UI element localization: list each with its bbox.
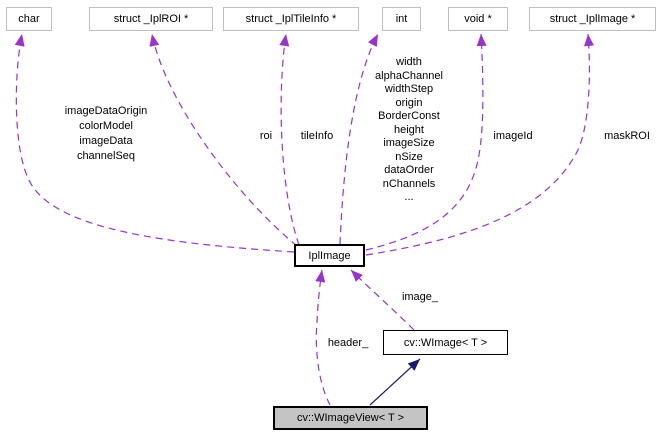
node-iplimage[interactable]: IplImage [294, 244, 365, 267]
edge-usage-maskroi [365, 33, 594, 256]
edge-usage-roi [149, 33, 298, 247]
node-char: char [6, 7, 52, 31]
edge-usage-header [315, 269, 331, 406]
edge-label-tileinfo: tileInfo [300, 130, 334, 142]
edge-label-int-members: width alphaChannel widthStep origin Bord… [375, 56, 443, 203]
edge-label-image: image_ [401, 291, 439, 303]
edge-label-header: header_ [327, 337, 369, 349]
edge-label-char-members: imageDataOrigin colorModel imageData cha… [64, 105, 148, 162]
edge-usage-int [339, 33, 379, 245]
node-struct-iplroi: struct _IplROI * [89, 7, 213, 31]
node-cv-wimageview: cv::WImageView< T > [273, 406, 428, 430]
node-struct-iplimage-ptr: struct _IplImage * [529, 7, 656, 31]
edge-usage-image [350, 269, 415, 331]
edge-usage-char [14, 33, 295, 253]
node-cv-wimage[interactable]: cv::WImage< T > [383, 330, 508, 355]
edge-label-roi: roi [259, 130, 273, 142]
node-int: int [382, 7, 421, 31]
edge-label-maskroi: maskROI [604, 130, 650, 142]
edge-inheritance [369, 358, 421, 406]
edge-label-imageid: imageId [493, 130, 533, 142]
edge-usage-imageid [365, 33, 487, 251]
node-struct-ipltileinfo: struct _IplTileInfo * [223, 7, 359, 31]
node-void-ptr: void * [448, 7, 508, 31]
